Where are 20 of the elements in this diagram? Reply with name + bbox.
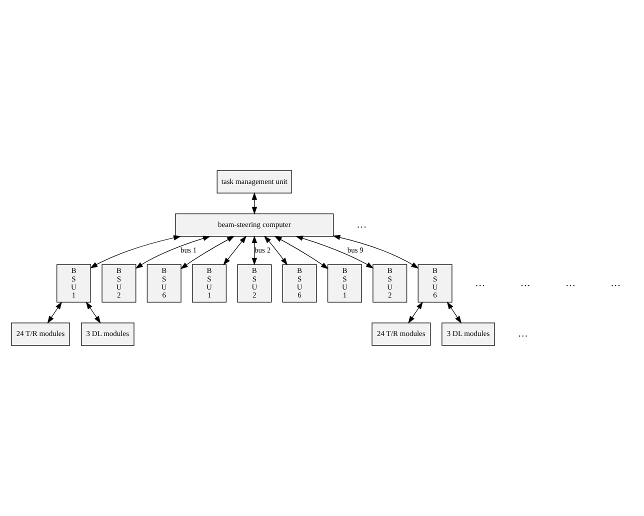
arrow (408, 302, 423, 324)
arrow (135, 236, 211, 269)
arrow (180, 236, 235, 270)
label: … (475, 278, 486, 289)
arrow (86, 302, 101, 324)
arrow (264, 236, 288, 266)
arrow (332, 234, 419, 269)
arrow (274, 236, 328, 270)
arrow (295, 236, 374, 269)
arrow (446, 302, 462, 324)
label: … (610, 278, 621, 289)
label: … (520, 278, 530, 289)
label: … (518, 328, 528, 340)
arrow (252, 236, 258, 266)
arrow (223, 236, 247, 266)
arrow (47, 302, 62, 324)
arrow (90, 235, 182, 268)
arrow (252, 192, 258, 214)
label: … (566, 278, 576, 289)
label: … (356, 219, 367, 230)
